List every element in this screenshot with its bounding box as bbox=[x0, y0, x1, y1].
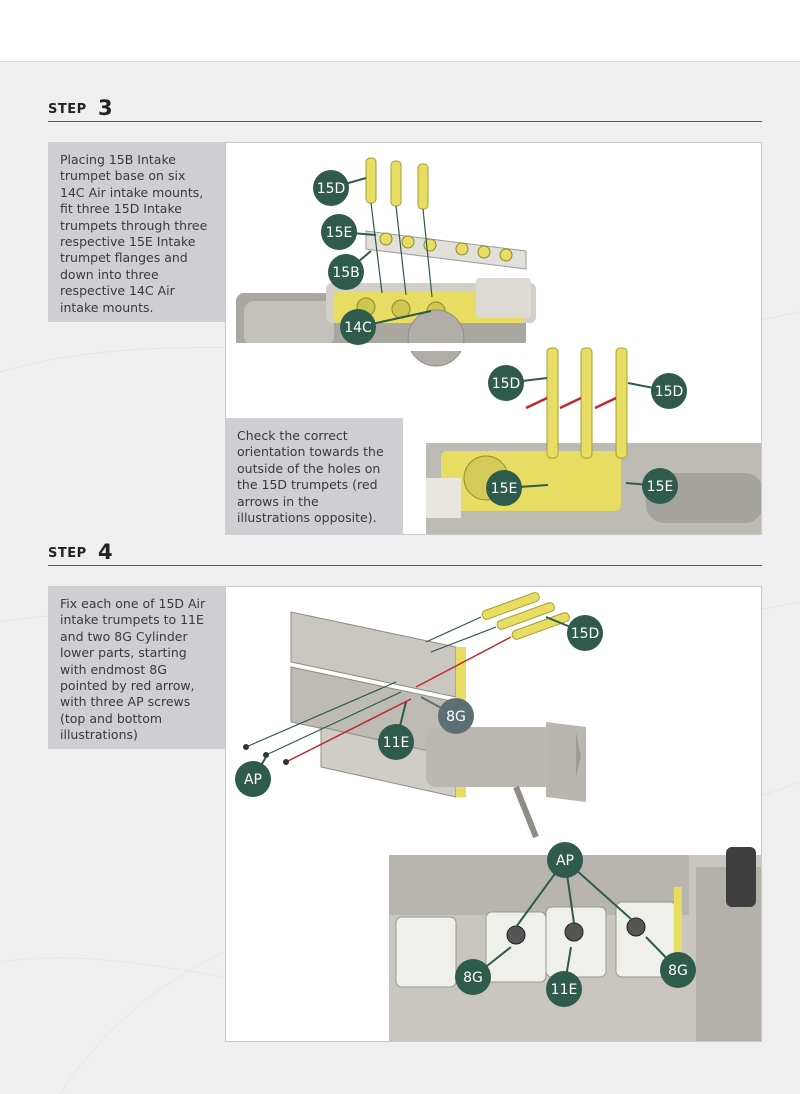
step-4-engine-bottom bbox=[389, 847, 761, 1041]
label-step4-11e-bottom: 11E bbox=[551, 982, 578, 998]
step-4-heading: STEP 4 bbox=[48, 540, 762, 566]
step-4-callout-ap-bottom: AP bbox=[515, 842, 632, 928]
label-step4-8g-bottom-left: 8G bbox=[463, 970, 483, 986]
step-4-callout-11e-top: 11E bbox=[378, 701, 414, 760]
step-3-illustration-panel: 15D 15E 15B 14C 15D 15D bbox=[225, 142, 762, 535]
step-4-number: 4 bbox=[98, 540, 113, 564]
step-3-callout-15d-b-left: 15D bbox=[488, 365, 548, 401]
step-4-illustration: 15D 8G 11E AP AP 8G bbox=[235, 592, 761, 1041]
step-3-callout-15e-a: 15E bbox=[321, 214, 377, 250]
step-3-number: 3 bbox=[98, 96, 113, 120]
step-3-callout-14c-a: 14C bbox=[340, 309, 432, 345]
label-15e-b-left: 15E bbox=[491, 481, 518, 497]
step-4-callout-ap-top: AP bbox=[235, 756, 271, 797]
step-3-callout-15d-b-right: 15D bbox=[627, 373, 687, 409]
step-3-note-text: Check the correct orientation towards th… bbox=[237, 428, 384, 526]
step-3-15d-trumpets bbox=[365, 157, 433, 298]
step-3-instruction-box: Placing 15B Intake trumpet base on six 1… bbox=[48, 142, 225, 322]
step-3-note-box: Check the correct orientation towards th… bbox=[225, 418, 403, 535]
step-3-engine-bottom bbox=[426, 443, 761, 534]
label-15b-a: 15B bbox=[332, 265, 359, 281]
label-step4-15d: 15D bbox=[571, 626, 600, 642]
label-step4-ap-top: AP bbox=[244, 772, 262, 788]
step-3-trumpets-bottom bbox=[525, 347, 628, 459]
step-4-instruction-text: Fix each one of 15D Air intake trumpets … bbox=[60, 596, 206, 743]
step-3-callout-15b-a: 15B bbox=[328, 250, 372, 290]
label-15d-b-right: 15D bbox=[655, 384, 684, 400]
step-3-instruction-text: Placing 15B Intake trumpet base on six 1… bbox=[60, 152, 208, 315]
step-4-callout-11e-bottom: 11E bbox=[546, 946, 582, 1007]
step-4-callout-8g-bottom-right: 8G bbox=[645, 936, 696, 988]
step-4-instruction-box: Fix each one of 15D Air intake trumpets … bbox=[48, 586, 225, 749]
step-4-callout-8g-bottom-left: 8G bbox=[455, 946, 512, 995]
label-step4-11e-top: 11E bbox=[383, 735, 410, 751]
step-3-heading: STEP 3 bbox=[48, 96, 762, 122]
label-15d-b-left: 15D bbox=[492, 376, 521, 392]
label-15e-a: 15E bbox=[326, 225, 353, 241]
step-3-callout-15d-a: 15D bbox=[313, 170, 367, 206]
label-14c-a: 14C bbox=[344, 320, 372, 336]
step-4-15d-trumpets bbox=[415, 592, 570, 688]
step-3-word: STEP bbox=[48, 102, 87, 117]
step-3-15b-base bbox=[365, 230, 527, 270]
step-4-word: STEP bbox=[48, 546, 87, 561]
step-3-callout-15e-b-left: 15E bbox=[486, 470, 549, 506]
label-step4-ap-bottom: AP bbox=[556, 853, 574, 869]
label-15e-b-right: 15E bbox=[647, 479, 674, 495]
step-3-callout-15e-b-right: 15E bbox=[625, 468, 678, 504]
label-step4-8g-top: 8G bbox=[446, 709, 466, 725]
step-4-engine-top bbox=[290, 611, 586, 839]
top-band bbox=[0, 0, 800, 62]
step-4-ap-screws bbox=[243, 681, 412, 765]
step-4-callout-8g-top: 8G bbox=[420, 696, 474, 734]
step-3-engine-top bbox=[226, 278, 536, 367]
step-3-illustration: 15D 15E 15B 14C 15D 15D bbox=[226, 157, 761, 534]
label-15d-a: 15D bbox=[317, 181, 346, 197]
step-4-illustration-panel: 15D 8G 11E AP AP 8G bbox=[225, 586, 762, 1042]
label-step4-8g-bottom-right: 8G bbox=[668, 963, 688, 979]
step-4-callout-15d: 15D bbox=[545, 615, 603, 651]
